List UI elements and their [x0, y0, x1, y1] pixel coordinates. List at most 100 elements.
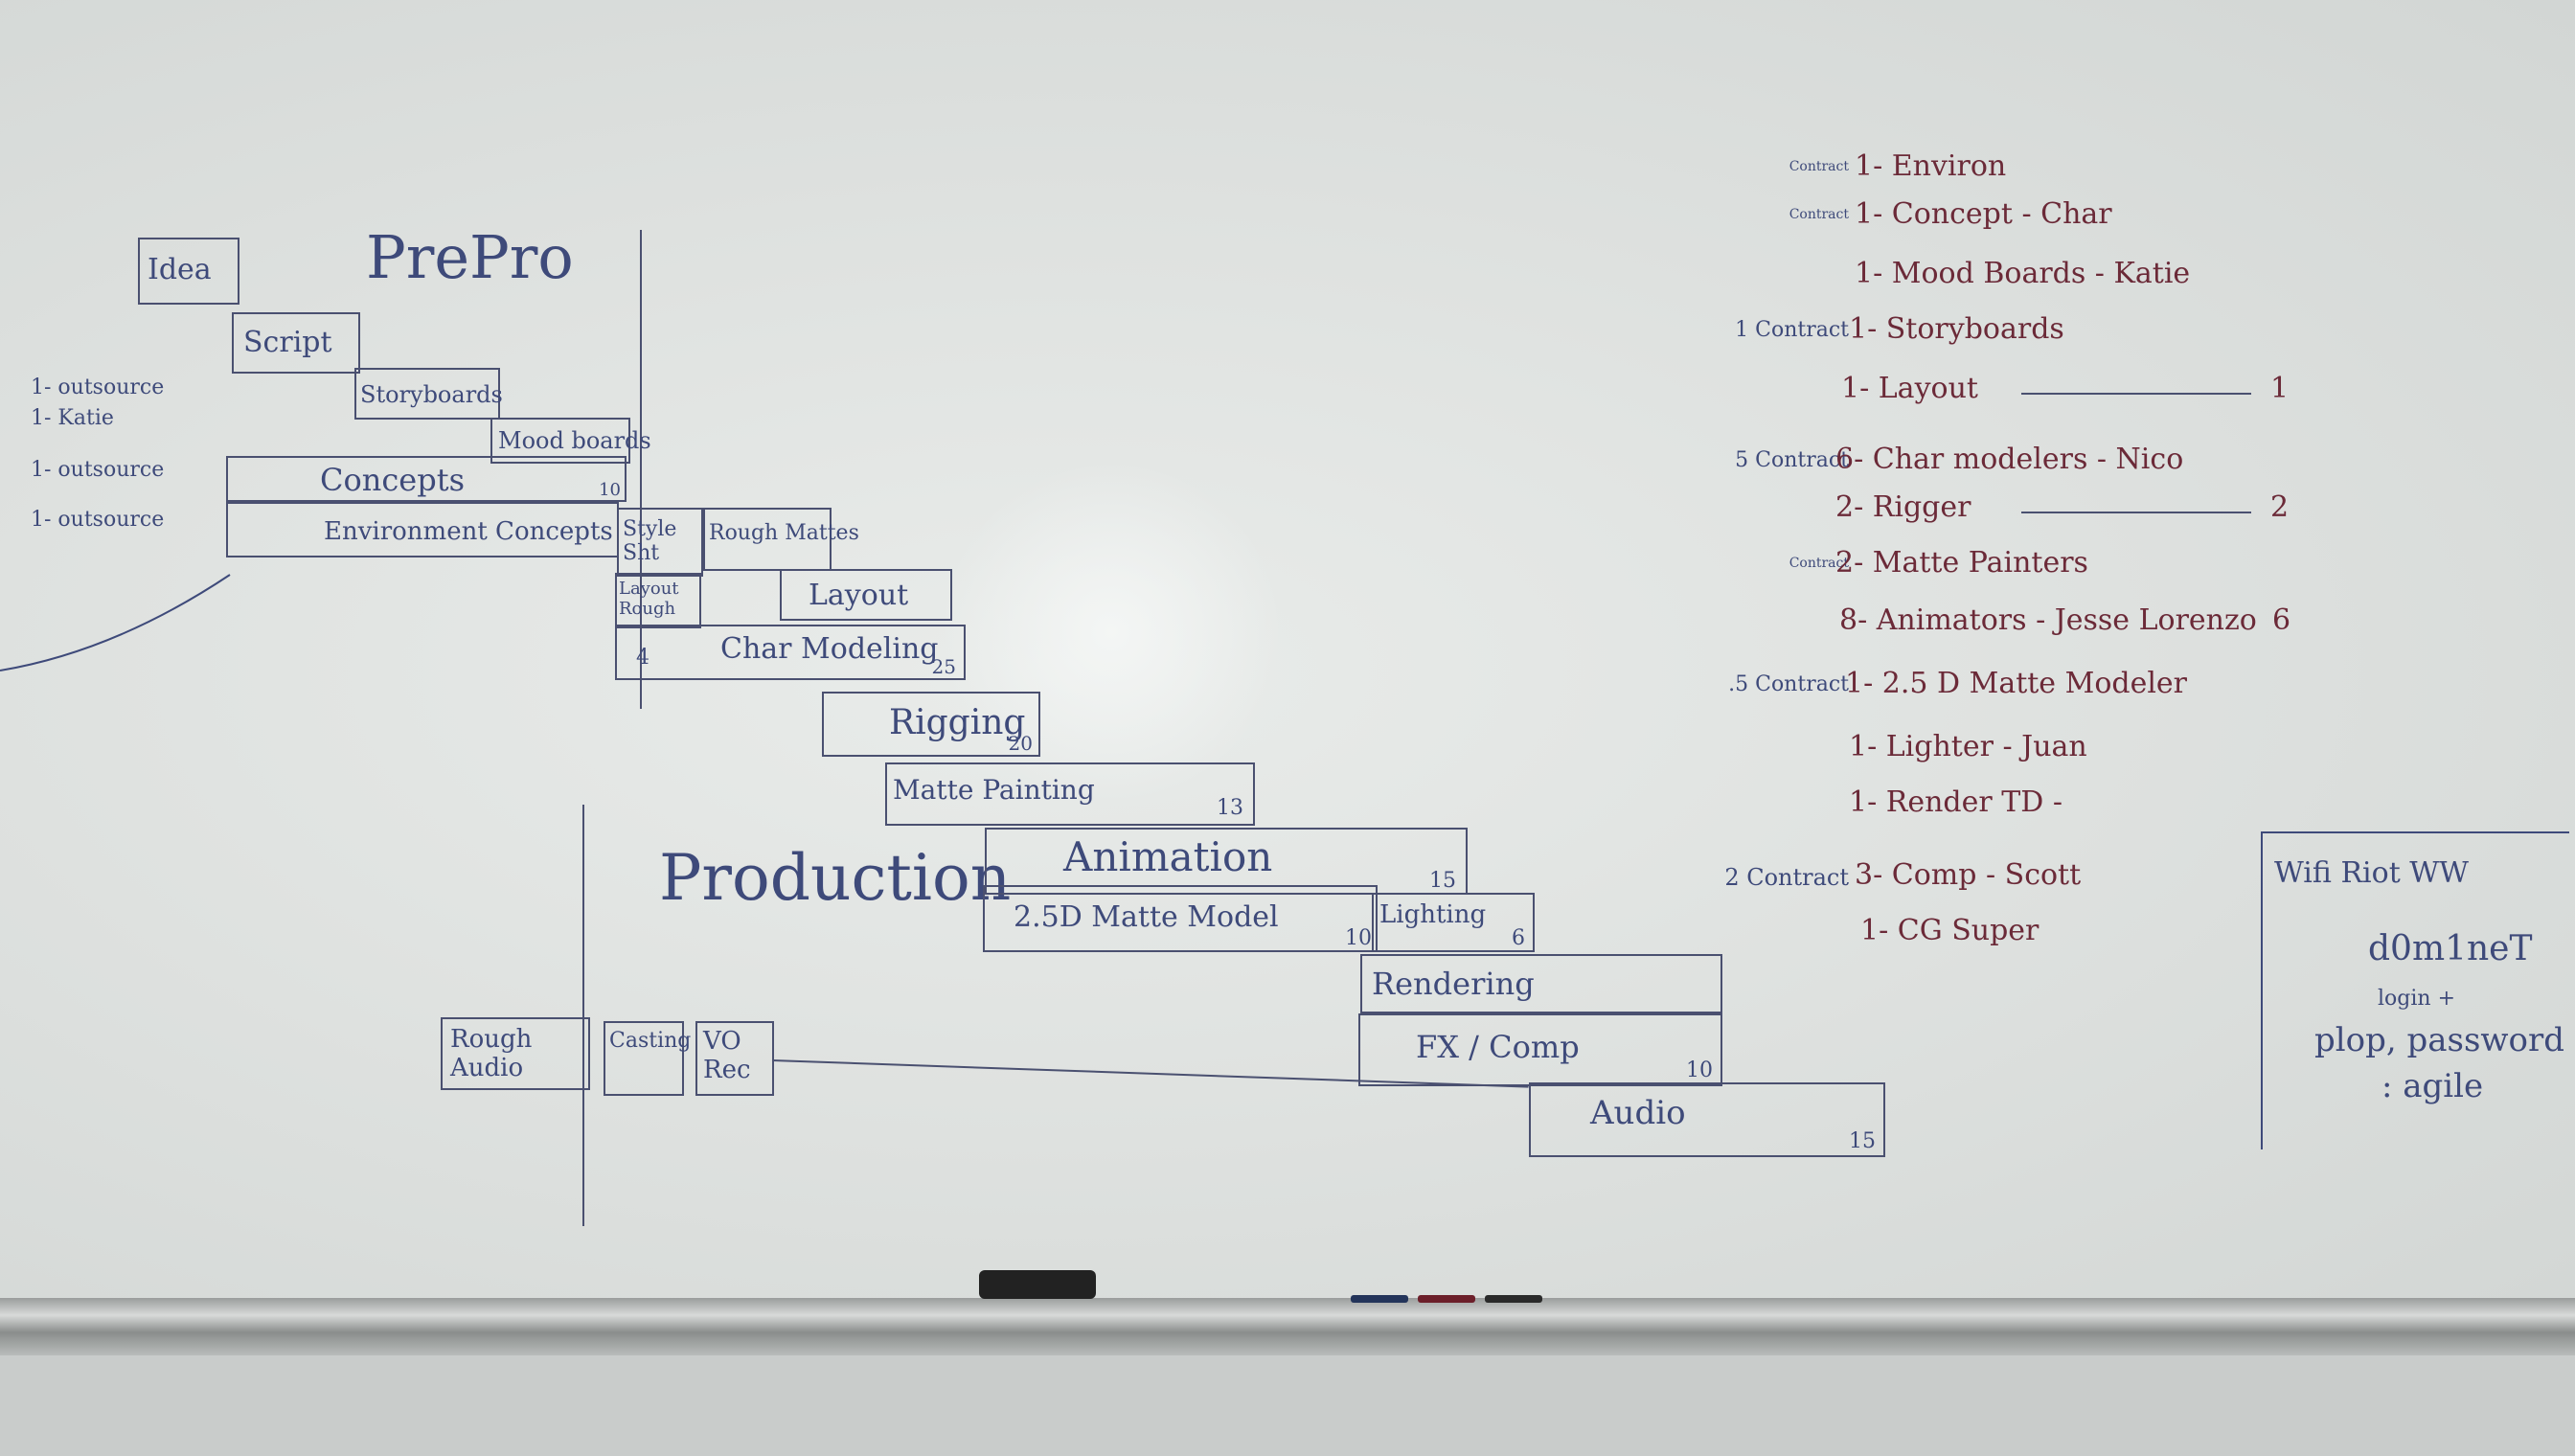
- team-note: Contract: [1789, 207, 1849, 222]
- team-note: 5 Contract: [1735, 448, 1849, 472]
- team-note: .5 Contract: [1728, 672, 1849, 696]
- task-layout: Layout: [780, 569, 952, 621]
- team-role: 1- 2.5 D Matte Modeler: [1845, 667, 2188, 700]
- wifi-password: d0m1neT: [2368, 929, 2533, 968]
- task-char-modeling-start: 4: [636, 646, 649, 670]
- task-matte-model: 2.5D Matte Model 10: [983, 885, 1378, 952]
- task-fx-comp: FX / Comp 10: [1358, 1013, 1722, 1086]
- team-row: 5 Contract 6- Char modelers - Nico: [1667, 439, 2337, 487]
- task-rigging-label: Rigging: [889, 703, 1026, 742]
- team-role: 1- Storyboards: [1849, 312, 2064, 346]
- marker-red: [1418, 1295, 1475, 1303]
- task-lighting-label: Lighting: [1379, 900, 1487, 929]
- team-row: 1- Mood Boards - Katie: [1667, 253, 2337, 301]
- task-storyboards: Storyboards: [354, 368, 503, 420]
- eraser: [979, 1270, 1096, 1299]
- task-concepts-label: Concepts: [320, 462, 465, 498]
- team-leader-line: [2021, 393, 2251, 395]
- task-style-sheet-label: Style Sht: [623, 517, 677, 565]
- task-vo-rec: VO Rec: [695, 1021, 774, 1096]
- team-row: Contract 1- Concept - Char: [1667, 193, 2337, 241]
- marker-dark: [1485, 1295, 1542, 1303]
- task-casting-label: Casting: [609, 1029, 692, 1053]
- prepro-divider: [640, 230, 642, 709]
- task-fx-comp-label: FX / Comp: [1416, 1029, 1580, 1065]
- left-note-4: 1- outsource: [31, 508, 165, 532]
- prepro-title: PrePro: [366, 222, 574, 292]
- task-rough-audio-label: Rough Audio: [450, 1025, 533, 1082]
- team-role: 6- Char modelers - Nico: [1835, 443, 2184, 476]
- task-matte-painting: Matte Painting 13: [885, 762, 1255, 826]
- task-matte-model-label: 2.5D Matte Model: [1014, 900, 1279, 934]
- team-role: 1- Environ: [1855, 149, 2007, 183]
- task-storyboards-label: Storyboards: [360, 381, 503, 408]
- team-role: 2- Rigger: [1835, 490, 1971, 524]
- team-row: 8- Animators - Jesse Lorenzo 6: [1667, 600, 2337, 648]
- task-rough-audio: Rough Audio: [441, 1017, 590, 1090]
- left-note-3: 1- outsource: [31, 458, 165, 482]
- team-role: 2- Matte Painters: [1835, 546, 2088, 580]
- team-note: Contract: [1789, 556, 1849, 571]
- team-row: .5 Contract 1- 2.5 D Matte Modeler: [1667, 663, 2337, 711]
- team-row: Contract 2- Matte Painters: [1667, 542, 2337, 590]
- task-rough-mattes: Rough Mattes: [703, 508, 859, 571]
- task-script-label: Script: [243, 326, 332, 359]
- team-note: 2 Contract: [1724, 864, 1849, 891]
- wifi-network: Wifi Riot WW: [2274, 856, 2469, 890]
- team-role: 1- Render TD -: [1849, 785, 2062, 819]
- task-mood-boards: Mood boards: [490, 418, 651, 464]
- task-matte-painting-end: 13: [1217, 796, 1243, 820]
- task-rough-mattes-label: Rough Mattes: [709, 521, 859, 545]
- task-concepts-end: 10: [599, 480, 621, 500]
- team-role: 1- CG Super: [1860, 914, 2039, 947]
- left-note-1: 1- outsource: [31, 375, 165, 399]
- task-animation-label: Animation: [1063, 833, 1273, 880]
- team-note: Contract: [1789, 159, 1849, 174]
- team-row: 1- Lighter - Juan: [1667, 726, 2337, 774]
- wifi-login-password: : agile: [2381, 1067, 2484, 1105]
- wifi-login-label: login +: [2378, 987, 2455, 1011]
- team-row: 2- Rigger 2: [1667, 487, 2337, 535]
- task-rigging-end: 20: [1008, 732, 1033, 755]
- production-divider: [582, 805, 584, 1226]
- team-row: Contract 1- Environ: [1667, 146, 2337, 193]
- team-role: 8- Animators - Jesse Lorenzo: [1839, 603, 2257, 637]
- task-layout-rough-label: Layout Rough: [619, 579, 679, 619]
- task-char-modeling: 4 Char Modeling 25: [615, 625, 966, 680]
- curve-arrow: [0, 574, 231, 671]
- team-role: 3- Comp - Scott: [1855, 858, 2082, 892]
- task-char-modeling-end: 25: [931, 655, 956, 678]
- task-environment-concepts: Environment Concepts: [226, 502, 619, 557]
- task-audio-label: Audio: [1590, 1094, 1686, 1132]
- task-vo-rec-label: VO Rec: [703, 1027, 751, 1084]
- team-count: 2: [2270, 490, 2290, 524]
- team-row: 1- Render TD -: [1667, 782, 2337, 830]
- wall: [0, 1355, 2575, 1456]
- task-layout-label: Layout: [809, 579, 909, 612]
- task-rendering: Rendering: [1360, 954, 1722, 1013]
- task-script: Script: [232, 312, 360, 374]
- team-note: 1 Contract: [1735, 318, 1849, 342]
- task-lighting-end: 6: [1512, 926, 1525, 950]
- task-matte-painting-label: Matte Painting: [893, 774, 1095, 806]
- team-row: 1- Layout 1: [1667, 368, 2337, 416]
- task-style-sheet: Style Sht: [617, 508, 703, 577]
- marker-tray: [0, 1298, 2575, 1355]
- wifi-note: Wifi Riot WW d0m1neT login + plop, passw…: [2261, 831, 2569, 1149]
- task-audio: Audio 15: [1529, 1082, 1885, 1157]
- task-animation: Animation 15: [985, 828, 1468, 895]
- left-note-2: 1- Katie: [31, 406, 114, 430]
- task-mood-boards-label: Mood boards: [498, 427, 651, 454]
- team-row: 1- CG Super: [1667, 910, 2337, 958]
- task-rendering-label: Rendering: [1372, 966, 1535, 1002]
- wifi-login: plop, password: [2314, 1021, 2565, 1059]
- task-lighting: Lighting 6: [1372, 893, 1535, 952]
- task-matte-model-end: 10: [1345, 926, 1372, 950]
- task-idea: Idea: [138, 238, 239, 305]
- task-idea-label: Idea: [148, 253, 212, 286]
- team-row: 1 Contract 1- Storyboards: [1667, 308, 2337, 356]
- task-concepts: Concepts 10: [226, 456, 627, 502]
- task-casting: Casting: [604, 1021, 691, 1096]
- task-environment-concepts-label: Environment Concepts: [324, 517, 613, 546]
- team-role: 1- Layout: [1841, 372, 1978, 405]
